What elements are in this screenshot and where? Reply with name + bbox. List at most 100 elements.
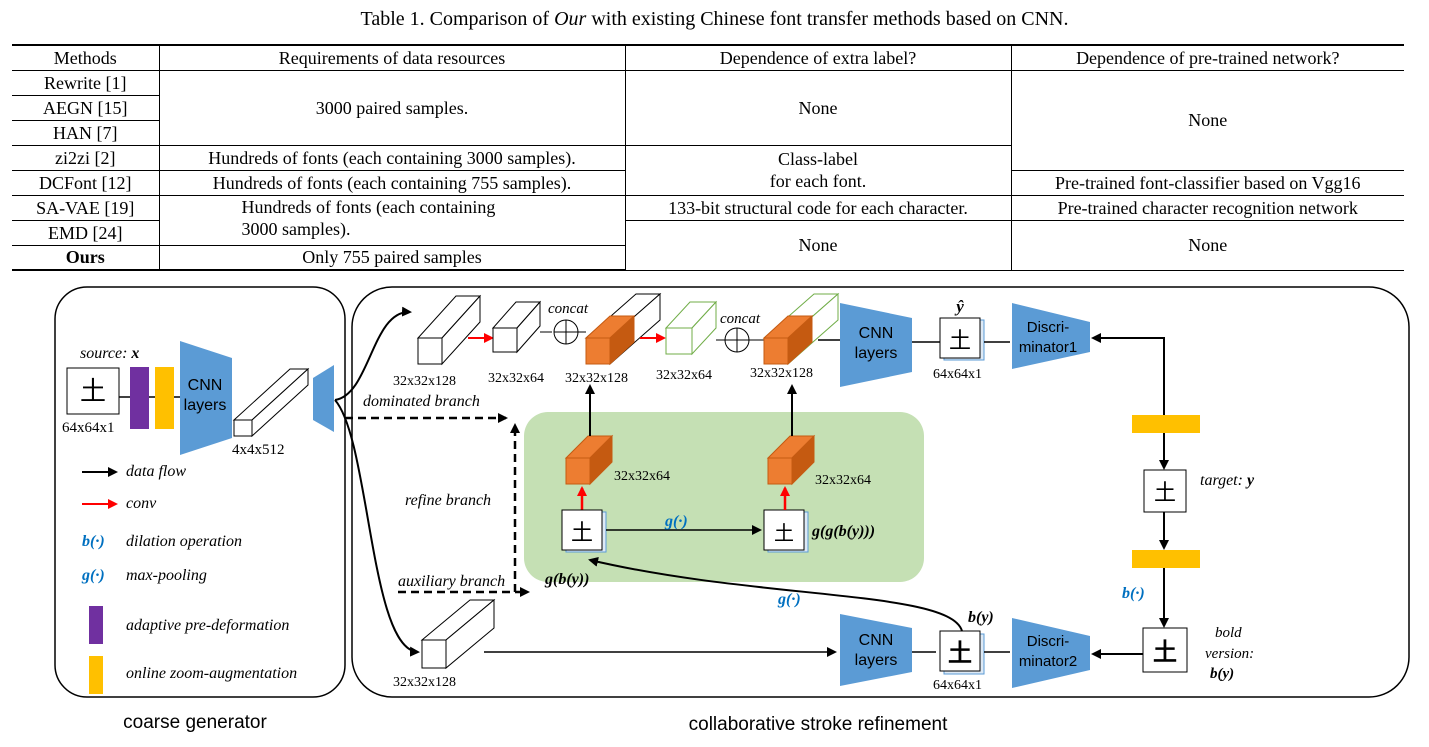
by-hat-label: b(y) — [968, 609, 994, 626]
dim-o64b: 32x32x64 — [815, 473, 871, 488]
concat-cuboid-1 — [584, 292, 662, 366]
output-char-2: 土 — [948, 640, 972, 667]
dim-d128b: 32x32x128 — [565, 371, 628, 386]
pretrained-cell: None — [1010, 219, 1404, 271]
online-zoom-augmentation-block — [155, 367, 174, 429]
discriminator-2 — [1012, 618, 1090, 688]
disc1-label-2: minator1 — [1019, 339, 1077, 356]
extra-label-cell: None — [624, 69, 1012, 146]
architecture-figure: source: x 土 64x64x1 CNN layers 4x4x512 d… — [54, 286, 1410, 735]
refine-cnn2-label-1: CNN — [859, 632, 894, 649]
method-cell: Rewrite [1] — [12, 69, 160, 96]
legend-max-pooling: max-pooling — [126, 567, 207, 584]
comparison-table: Methods Requirements of data resources D… — [12, 44, 1404, 271]
method-cell: zi2zi [2] — [12, 144, 160, 171]
decoder-block — [313, 365, 334, 432]
target-zoom-block-bottom — [1132, 550, 1200, 568]
refine-cnn1-label-2: layers — [855, 345, 898, 362]
method-cell: Ours — [12, 244, 160, 271]
data-resource-cell: Hundreds of fonts (each containing 3000 … — [158, 144, 626, 171]
target-image — [1143, 469, 1187, 513]
pretrained-cell: None — [1010, 69, 1404, 171]
table-row: zi2zi [2] Hundreds of fonts (each contai… — [12, 144, 1404, 196]
coarse-generator-title: coarse generator — [123, 712, 267, 733]
yhat-label: ŷ — [954, 297, 964, 316]
header-methods: Methods — [12, 44, 160, 71]
legend-adaptive: adaptive pre-deformation — [126, 617, 289, 634]
dim-d128a: 32x32x128 — [393, 374, 456, 389]
dim-d128c: 32x32x128 — [750, 366, 813, 381]
refine-branch-area — [524, 412, 924, 582]
extra-label-cell: None — [624, 219, 1012, 271]
pretrained-cell: Pre-trained character recognition networ… — [1010, 194, 1404, 221]
refine-cuboid-2 — [766, 434, 816, 486]
method-cell: SA-VAE [19] — [12, 194, 160, 221]
legend-b-symbol: b(·) — [82, 533, 105, 550]
dim-out1: 64x64x1 — [933, 367, 982, 382]
refine-cnn-block-1 — [840, 303, 912, 387]
refine-cnn1-label-1: CNN — [859, 325, 894, 342]
dominated-cuboid-64 — [491, 300, 542, 354]
source-image — [66, 367, 120, 415]
dominated-cuboid-128 — [416, 294, 482, 366]
output-char-1: 土 — [949, 328, 971, 353]
table-caption: Table 1. Comparison of Our with existing… — [360, 8, 1069, 30]
coarse-cnn-label-1: CNN — [188, 377, 223, 394]
target-zoom-block-top — [1132, 415, 1200, 433]
dim-o64a: 32x32x64 — [614, 469, 670, 484]
source-char: 土 — [80, 377, 106, 406]
coarse-cnn-label-2: layers — [184, 397, 227, 414]
coarse-generator-panel — [54, 286, 346, 698]
dim-out2: 64x64x1 — [933, 678, 982, 693]
refinement-panel — [351, 286, 1410, 698]
legend-data-flow: data flow — [126, 463, 186, 480]
extra-label-cell: 133-bit structural code for each charact… — [624, 194, 1012, 221]
g-op-label-lower: g(·) — [777, 591, 801, 608]
adaptive-pre-deformation-block — [130, 367, 149, 429]
green-cuboid — [664, 300, 718, 356]
table-row: SA-VAE [19] Hundreds of fonts (each cont… — [12, 194, 1404, 246]
legend-yellow-swatch — [89, 656, 103, 694]
dominated-branch-label: dominated branch — [363, 393, 480, 410]
method-cell: AEGN [15] — [12, 94, 160, 121]
disc2-label-1: Discri- — [1027, 633, 1070, 650]
feature-dim: 4x4x512 — [232, 442, 285, 458]
refine-cnn-block-2 — [840, 614, 912, 686]
dim-d64b: 32x32x64 — [656, 368, 712, 383]
ggby-label: g(g(b(y))) — [811, 523, 875, 540]
table-row: EMD [24] None None — [12, 219, 1404, 271]
ggby-image — [763, 509, 805, 551]
data-resource-cell: 3000 paired samples. — [158, 69, 626, 146]
g-op-label-upper: g(·) — [664, 513, 688, 530]
legend-zoom: online zoom-augmentation — [126, 665, 297, 682]
gby-label: g(b(y)) — [544, 571, 589, 588]
table-row: HAN [7] — [12, 119, 1404, 146]
coarse-cnn-block — [180, 341, 232, 455]
target-label: target: y — [1200, 472, 1255, 489]
legend-g-symbol: g(·) — [81, 567, 105, 584]
legend-purple-swatch — [89, 606, 103, 644]
bold-label-3: b(y) — [1210, 666, 1234, 682]
table-header-row: Methods Requirements of data resources D… — [12, 44, 1404, 71]
refine-branch-label: refine branch — [405, 492, 491, 509]
auxiliary-branch-label: auxiliary branch — [398, 573, 505, 590]
bold-label-1: bold — [1215, 625, 1242, 641]
concat-label-1: concat — [548, 301, 589, 317]
feature-cuboid — [232, 367, 310, 438]
concat-cuboid-2 — [762, 292, 840, 366]
gby-image — [561, 509, 603, 551]
output-image-1 — [939, 317, 981, 359]
output-image-2 — [939, 630, 981, 672]
table-row: DCFont [12] Hundreds of fonts (each cont… — [12, 169, 1404, 196]
header-pretrained: Dependence of pre-trained network? — [1010, 44, 1404, 71]
table-row: AEGN [15] — [12, 94, 1404, 121]
pretrained-cell: Pre-trained font-classifier based on Vgg… — [1010, 169, 1404, 196]
bold-label-2: version: — [1205, 646, 1254, 662]
legend-conv: conv — [126, 495, 157, 512]
dim-aux128: 32x32x128 — [393, 675, 456, 690]
data-resource-cell: Only 755 paired samples — [158, 244, 626, 271]
concat-label-2: concat — [720, 311, 761, 327]
bold-target-char: 土 — [1153, 639, 1177, 666]
refine-cnn2-label-2: layers — [855, 652, 898, 669]
